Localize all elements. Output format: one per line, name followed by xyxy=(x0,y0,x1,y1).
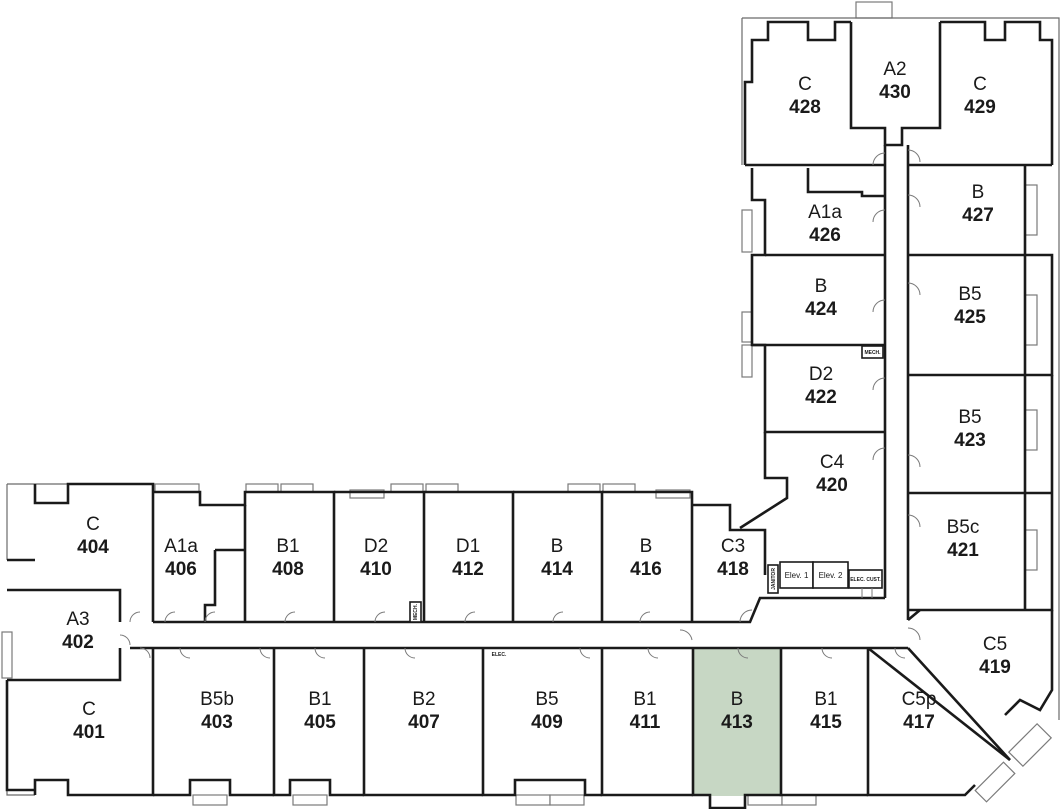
unit-type-404: C xyxy=(86,514,100,535)
unit-number-411: 411 xyxy=(630,712,661,733)
unit-number-410: 410 xyxy=(360,559,392,580)
elevator-2 xyxy=(812,561,849,589)
elec-cust-room xyxy=(848,569,883,589)
unit-number-405: 405 xyxy=(304,712,336,733)
unit-type-420: C4 xyxy=(820,452,845,473)
unit-number-401: 401 xyxy=(73,722,105,743)
unit-type-415: B1 xyxy=(814,689,837,710)
unit-number-402: 402 xyxy=(62,632,94,653)
unit-number-420: 420 xyxy=(816,475,848,496)
unit-number-427: 427 xyxy=(962,205,994,226)
unit-number-421: 421 xyxy=(947,540,979,561)
unit-number-426: 426 xyxy=(809,225,841,246)
unit-type-413: B xyxy=(731,689,744,710)
unit-type-405: B1 xyxy=(308,689,331,710)
unit-type-408: B1 xyxy=(276,536,299,557)
unit-number-424: 424 xyxy=(805,299,837,320)
unit-number-416: 416 xyxy=(630,559,662,580)
unit-type-425: B5 xyxy=(958,284,981,305)
unit-number-404: 404 xyxy=(77,537,109,558)
unit-number-407: 407 xyxy=(408,712,440,733)
unit-413-highlight xyxy=(693,648,781,796)
unit-number-419: 419 xyxy=(979,657,1011,678)
unit-number-429: 429 xyxy=(964,97,996,118)
unit-number-412: 412 xyxy=(452,559,484,580)
unit-number-409: 409 xyxy=(531,712,563,733)
unit-number-428: 428 xyxy=(789,97,821,118)
unit-type-428: C xyxy=(798,74,812,95)
unit-type-429: C xyxy=(973,74,987,95)
unit-type-401: C xyxy=(82,699,96,720)
unit-type-422: D2 xyxy=(809,364,833,385)
janitor-room xyxy=(767,564,779,594)
janitor-label: JANITOR xyxy=(771,568,777,590)
unit-number-417: 417 xyxy=(903,712,935,733)
unit-type-402: A3 xyxy=(66,609,89,630)
unit-type-430: A2 xyxy=(883,59,906,80)
unit-number-403: 403 xyxy=(201,712,233,733)
unit-type-417: C5p xyxy=(902,689,937,710)
unit-number-423: 423 xyxy=(954,430,986,451)
unit-type-406: A1a xyxy=(164,536,198,557)
unit-type-421: B5c xyxy=(947,517,980,538)
unit-type-427: B xyxy=(972,182,985,203)
elevator-1-label: Elev. 1 xyxy=(785,571,809,580)
mech-room-east xyxy=(861,345,884,359)
unit-type-407: B2 xyxy=(412,689,435,710)
unit-type-411: B1 xyxy=(633,689,656,710)
unit-type-410: D2 xyxy=(364,536,388,557)
unit-number-406: 406 xyxy=(165,559,197,580)
unit-type-409: B5 xyxy=(535,689,558,710)
unit-type-412: D1 xyxy=(456,536,480,557)
mech-south-label: MECH. xyxy=(413,603,419,620)
unit-type-419: C5 xyxy=(983,634,1007,655)
unit-type-423: B5 xyxy=(958,407,981,428)
mech-east-label: MECH. xyxy=(864,350,881,356)
doors xyxy=(119,149,921,659)
unit-number-430: 430 xyxy=(879,82,911,103)
unit-type-403: B5b xyxy=(200,689,234,710)
elevator-1 xyxy=(779,561,814,589)
walls xyxy=(5,20,1054,809)
elec-label: ELEC. xyxy=(492,652,507,658)
unit-number-418: 418 xyxy=(717,559,749,580)
unit-number-422: 422 xyxy=(805,387,837,408)
elec-cust-label: ELEC. CUST. xyxy=(850,577,881,583)
unit-number-408: 408 xyxy=(272,559,304,580)
elevator-2-label: Elev. 2 xyxy=(819,571,843,580)
unit-number-414: 414 xyxy=(541,559,573,580)
mech-room-south xyxy=(409,601,422,623)
unit-type-424: B xyxy=(815,276,828,297)
unit-type-414: B xyxy=(551,536,564,557)
unit-number-425: 425 xyxy=(954,307,986,328)
unit-number-415: 415 xyxy=(810,712,842,733)
unit-number-413: 413 xyxy=(721,712,753,733)
unit-type-416: B xyxy=(640,536,653,557)
unit-type-418: C3 xyxy=(721,536,745,557)
unit-type-426: A1a xyxy=(808,202,842,223)
service-rooms: Elev. 1 Elev. 2 ELEC. CUST. JANITOR MECH… xyxy=(409,345,884,658)
